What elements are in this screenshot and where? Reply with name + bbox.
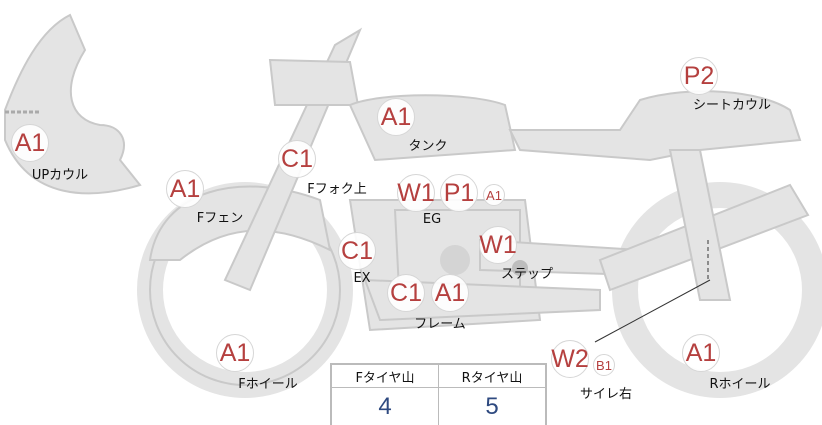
ffender-code-a1[interactable]: A1 bbox=[166, 170, 204, 208]
step-code-w1[interactable]: W1 bbox=[479, 226, 517, 264]
tread-table: Fタイヤ山 Rタイヤ山 4 5 bbox=[330, 363, 547, 425]
frame-code-a1[interactable]: A1 bbox=[431, 274, 469, 312]
engine-code-p1[interactable]: P1 bbox=[440, 174, 478, 212]
muffler-code-w2[interactable]: W2 bbox=[551, 340, 589, 378]
rwheel-label: Rホイール bbox=[709, 377, 771, 392]
engine-code-w1[interactable]: W1 bbox=[397, 174, 435, 212]
rear-tread-value: 5 bbox=[438, 387, 547, 425]
front-tread-value: 4 bbox=[330, 387, 439, 425]
tank-code-a1[interactable]: A1 bbox=[377, 98, 415, 136]
step-label: ステップ bbox=[500, 267, 554, 282]
frame-code-c1[interactable]: C1 bbox=[387, 274, 425, 312]
engine-label: EG bbox=[422, 212, 442, 227]
ffork-code-c1[interactable]: C1 bbox=[278, 140, 316, 178]
exhaust-code-c1[interactable]: C1 bbox=[338, 232, 376, 270]
rear-tread-header: Rタイヤ山 bbox=[438, 363, 547, 388]
ffork-label: Fフォク上 bbox=[307, 182, 367, 197]
muffler-label: サイレ右 bbox=[579, 387, 633, 402]
rwheel-code-a1[interactable]: A1 bbox=[682, 334, 720, 372]
muffler-code-b1[interactable]: B1 bbox=[593, 354, 615, 376]
engine-code-a1[interactable]: A1 bbox=[483, 184, 505, 206]
exhaust-label: EX bbox=[353, 271, 371, 286]
upcowl-code-a1[interactable]: A1 bbox=[11, 124, 49, 162]
tank-label: タンク bbox=[408, 139, 448, 154]
seatcowl-label: シートカウル bbox=[692, 98, 772, 113]
ffender-label: Fフェン bbox=[196, 211, 244, 226]
fwheel-label: Fホイール bbox=[238, 377, 298, 392]
upcowl-label: UPカウル bbox=[31, 168, 89, 183]
seatcowl-code-p2[interactable]: P2 bbox=[680, 57, 718, 95]
fwheel-code-a1[interactable]: A1 bbox=[216, 334, 254, 372]
front-tread-header: Fタイヤ山 bbox=[330, 363, 439, 388]
frame-label: フレーム bbox=[414, 317, 466, 332]
